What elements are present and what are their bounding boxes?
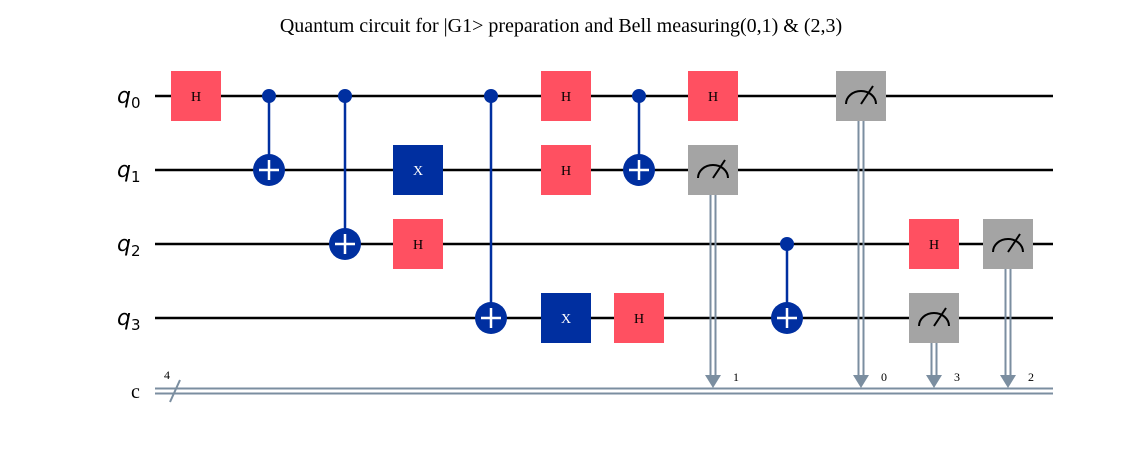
h-gate-4-box [393, 219, 443, 269]
x-gate-8-box [541, 293, 591, 343]
h-gate-11-box [688, 71, 738, 121]
measure-cbit-label-12: 1 [733, 370, 739, 384]
x-gate-3-label: X [413, 164, 423, 179]
measure-arrow-14 [853, 375, 869, 388]
qubit-label-base: q [117, 232, 131, 257]
qubit-label-base: q [117, 306, 131, 331]
meter-needle-icon-14 [860, 85, 874, 105]
qubit-label-base: q [117, 158, 131, 183]
meter-needle-icon-17 [1007, 233, 1021, 253]
x-gate-3-box [393, 145, 443, 195]
h-gate-15-label: H [929, 238, 939, 253]
qubit-label-0: q0 [117, 84, 141, 112]
meter-arc-icon-12 [697, 164, 729, 179]
measure-arrow-12 [705, 375, 721, 388]
h-gate-7-box [541, 145, 591, 195]
classical-bundle-slash [169, 379, 181, 403]
control-dot-1 [262, 89, 276, 103]
h-gate-7-label: H [561, 164, 571, 179]
gates: H X H H H X H H 1 0 H 3 2 [171, 71, 1034, 388]
h-gate-0-box [171, 71, 221, 121]
x-gate-8-label: X [561, 312, 571, 327]
meter-needle-icon-16 [933, 307, 947, 327]
meter-arc-icon-17 [992, 238, 1024, 253]
measure-box-17 [983, 219, 1033, 269]
qubit-label-index: 1 [131, 168, 141, 186]
qubit-label-index: 3 [131, 316, 141, 334]
measure-cbit-label-17: 2 [1028, 370, 1034, 384]
measure-box-16 [909, 293, 959, 343]
qubit-label-base: q [117, 84, 131, 109]
h-gate-11-label: H [708, 90, 718, 105]
control-dot-13 [780, 237, 794, 251]
qubit-label-index: 2 [131, 242, 141, 260]
measure-box-12 [688, 145, 738, 195]
meter-arc-icon-14 [845, 90, 877, 105]
h-gate-6-box [541, 71, 591, 121]
h-gate-0-label: H [191, 90, 201, 105]
wires [155, 94, 1053, 403]
control-dot-9 [632, 89, 646, 103]
classical-register-width: 4 [164, 368, 170, 382]
circuit-title: Quantum circuit for |G1> preparation and… [280, 15, 842, 37]
measure-cbit-label-16: 3 [954, 370, 960, 384]
h-gate-6-label: H [561, 90, 571, 105]
classical-register-label: c [131, 381, 140, 403]
measure-arrow-16 [926, 375, 942, 388]
qubit-label-2: q2 [117, 232, 141, 260]
h-gate-4-label: H [413, 238, 423, 253]
qubit-label-index: 0 [131, 94, 141, 112]
measure-arrow-17 [1000, 375, 1016, 388]
control-dot-5 [484, 89, 498, 103]
h-gate-10-box [614, 293, 664, 343]
meter-needle-icon-12 [712, 159, 726, 179]
h-gate-15-box [909, 219, 959, 269]
h-gate-10-label: H [634, 312, 644, 327]
measure-box-14 [836, 71, 886, 121]
control-dot-2 [338, 89, 352, 103]
qubit-label-3: q3 [117, 306, 141, 334]
meter-arc-icon-16 [918, 312, 950, 327]
qubit-label-1: q1 [117, 158, 141, 186]
measure-cbit-label-14: 0 [881, 370, 887, 384]
